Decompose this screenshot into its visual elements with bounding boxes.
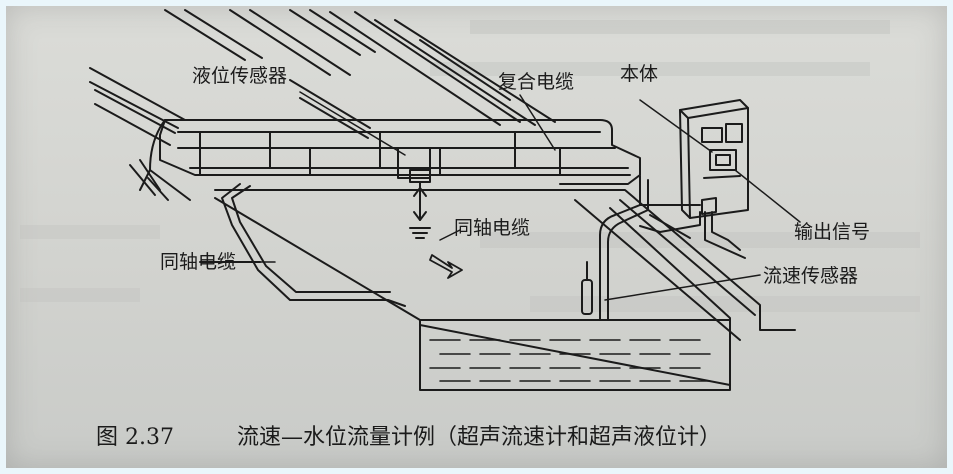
flow-sensor [581, 261, 593, 315]
label-composite-cable: 复合电缆 [498, 71, 574, 93]
label-flow-sensor: 流速传感器 [763, 265, 858, 287]
channel-trough [214, 189, 796, 391]
show-through-text [20, 20, 920, 312]
leader-lines [209, 91, 801, 301]
label-coax-cable-left: 同轴电缆 [160, 251, 236, 273]
scanned-page: 液位传感器 复合电缆 本体 同轴电缆 同轴电缆 输出信号 流速传感器 图 2.3… [6, 6, 947, 468]
figure-number: 图 2.37 [96, 425, 174, 450]
flow-direction-arrow [429, 254, 463, 279]
label-body: 本体 [620, 63, 658, 85]
label-level-sensor: 液位传感器 [192, 65, 287, 87]
label-output-signal: 输出信号 [794, 221, 870, 243]
coax-cable-left-path [199, 183, 406, 307]
instrument-body [679, 99, 749, 219]
flowmeter-diagram: 液位传感器 复合电缆 本体 同轴电缆 同轴电缆 输出信号 流速传感器 图 2.3… [20, 9, 920, 450]
gutter-channel [129, 119, 641, 201]
level-sensor [397, 147, 431, 239]
label-coax-cable-middle: 同轴电缆 [454, 217, 530, 239]
body-cables [639, 211, 746, 259]
figure-title: 流速—水位流量计例（超声流速计和超声液位计） [237, 425, 721, 450]
water-surface [429, 339, 711, 382]
